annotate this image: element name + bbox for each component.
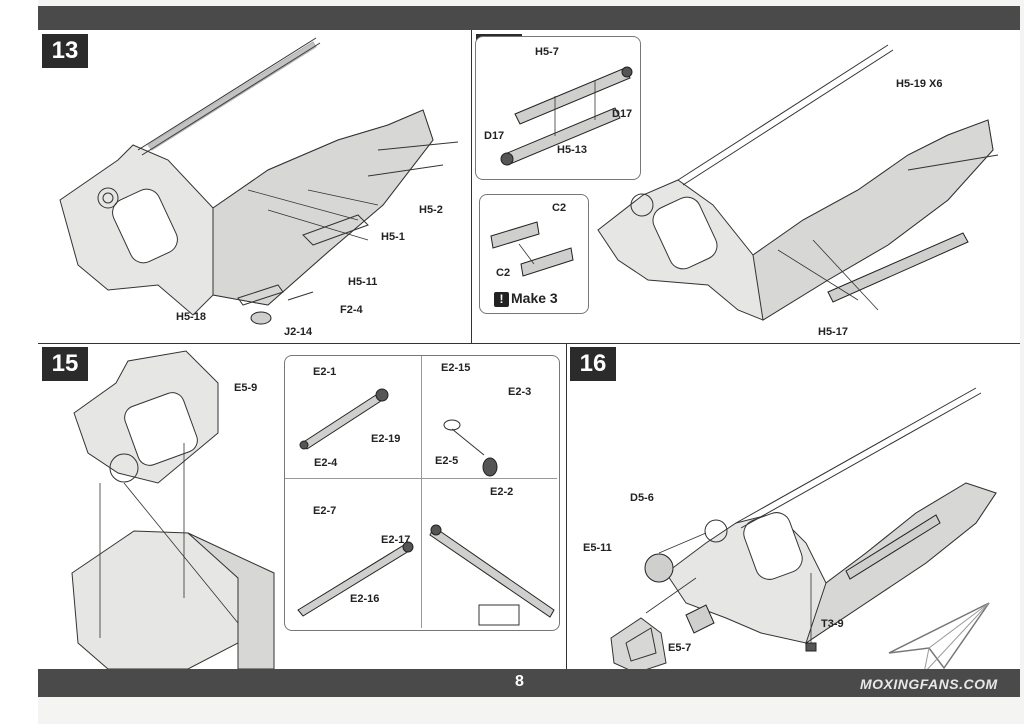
step-number: 13 [42,34,88,68]
step-number: 16 [570,347,616,381]
hull-assembly-drawing [597,44,999,321]
page-binding-margin [0,0,38,724]
instruction-sheet: 13 H5-2 H5-1 H5-11 F2-4 H5-18 J2-14 [38,30,1020,675]
step-number: 15 [42,347,88,381]
callout-c2-top: C2 [552,202,567,214]
callout-h5-13: H5-13 [557,144,587,156]
callout-e5-9: E5-9 [234,382,258,394]
callout-d17-left: D17 [484,130,505,142]
callout-e2-4: E2-4 [314,457,338,469]
callout-h5-1: H5-1 [381,231,405,243]
top-header-bar [38,6,1020,30]
make-quantity-text: Make 3 [511,290,558,306]
callout-h5-11: H5-11 [348,276,378,288]
callout-h5-18: H5-18 [176,311,206,323]
exclamation-icon: ! [494,291,509,307]
make-quantity-note: !Make 3 [494,290,558,307]
callout-e2-16: E2-16 [350,593,380,605]
callout-e2-3: E2-3 [508,386,532,398]
callout-h5-2: H5-2 [419,204,443,216]
callout-e2-7: E2-7 [313,505,337,517]
callout-e2-2: E2-2 [490,486,514,498]
e2-subassembly-drawing [297,388,555,626]
callout-e2-1: E2-1 [313,366,337,378]
callout-e2-15: E2-15 [441,362,471,374]
turret-floor-drawing [71,350,275,670]
callout-j2-14: J2-14 [284,326,313,338]
callout-e5-7: E5-7 [668,642,692,654]
callout-e2-17: E2-17 [381,534,411,546]
subbox-divider-vertical [421,356,422,628]
callout-d5-6: D5-6 [630,492,654,504]
callout-e2-19: E2-19 [371,433,401,445]
callout-h5-17: H5-17 [818,326,848,338]
watermark-text: MOXINGFANS.COM [860,676,998,692]
footer-bar [38,669,1020,697]
callout-e5-11: E5-11 [583,542,612,554]
page-number: 8 [515,673,524,690]
subbox-divider-horizontal [285,478,557,479]
divider-vertical-bottom [566,343,567,669]
divider-vertical-top [471,30,472,343]
divider-horizontal [38,343,1020,344]
hull-assembly-drawing [610,387,997,674]
callout-f2-4: F2-4 [340,304,363,316]
callout-h5-19: H5-19 X6 [896,78,943,90]
tube-subassembly-drawing [500,66,633,166]
callout-c2-left: C2 [496,267,511,279]
paper-plane-logo-icon [888,602,990,675]
track-subassembly-drawing [490,221,574,277]
callout-e2-5: E2-5 [435,455,459,467]
callout-h5-7: H5-7 [535,46,559,58]
hull-assembly-drawing [59,37,459,325]
callout-d17-right: D17 [612,108,633,120]
callout-t3-9: T3-9 [821,618,844,630]
